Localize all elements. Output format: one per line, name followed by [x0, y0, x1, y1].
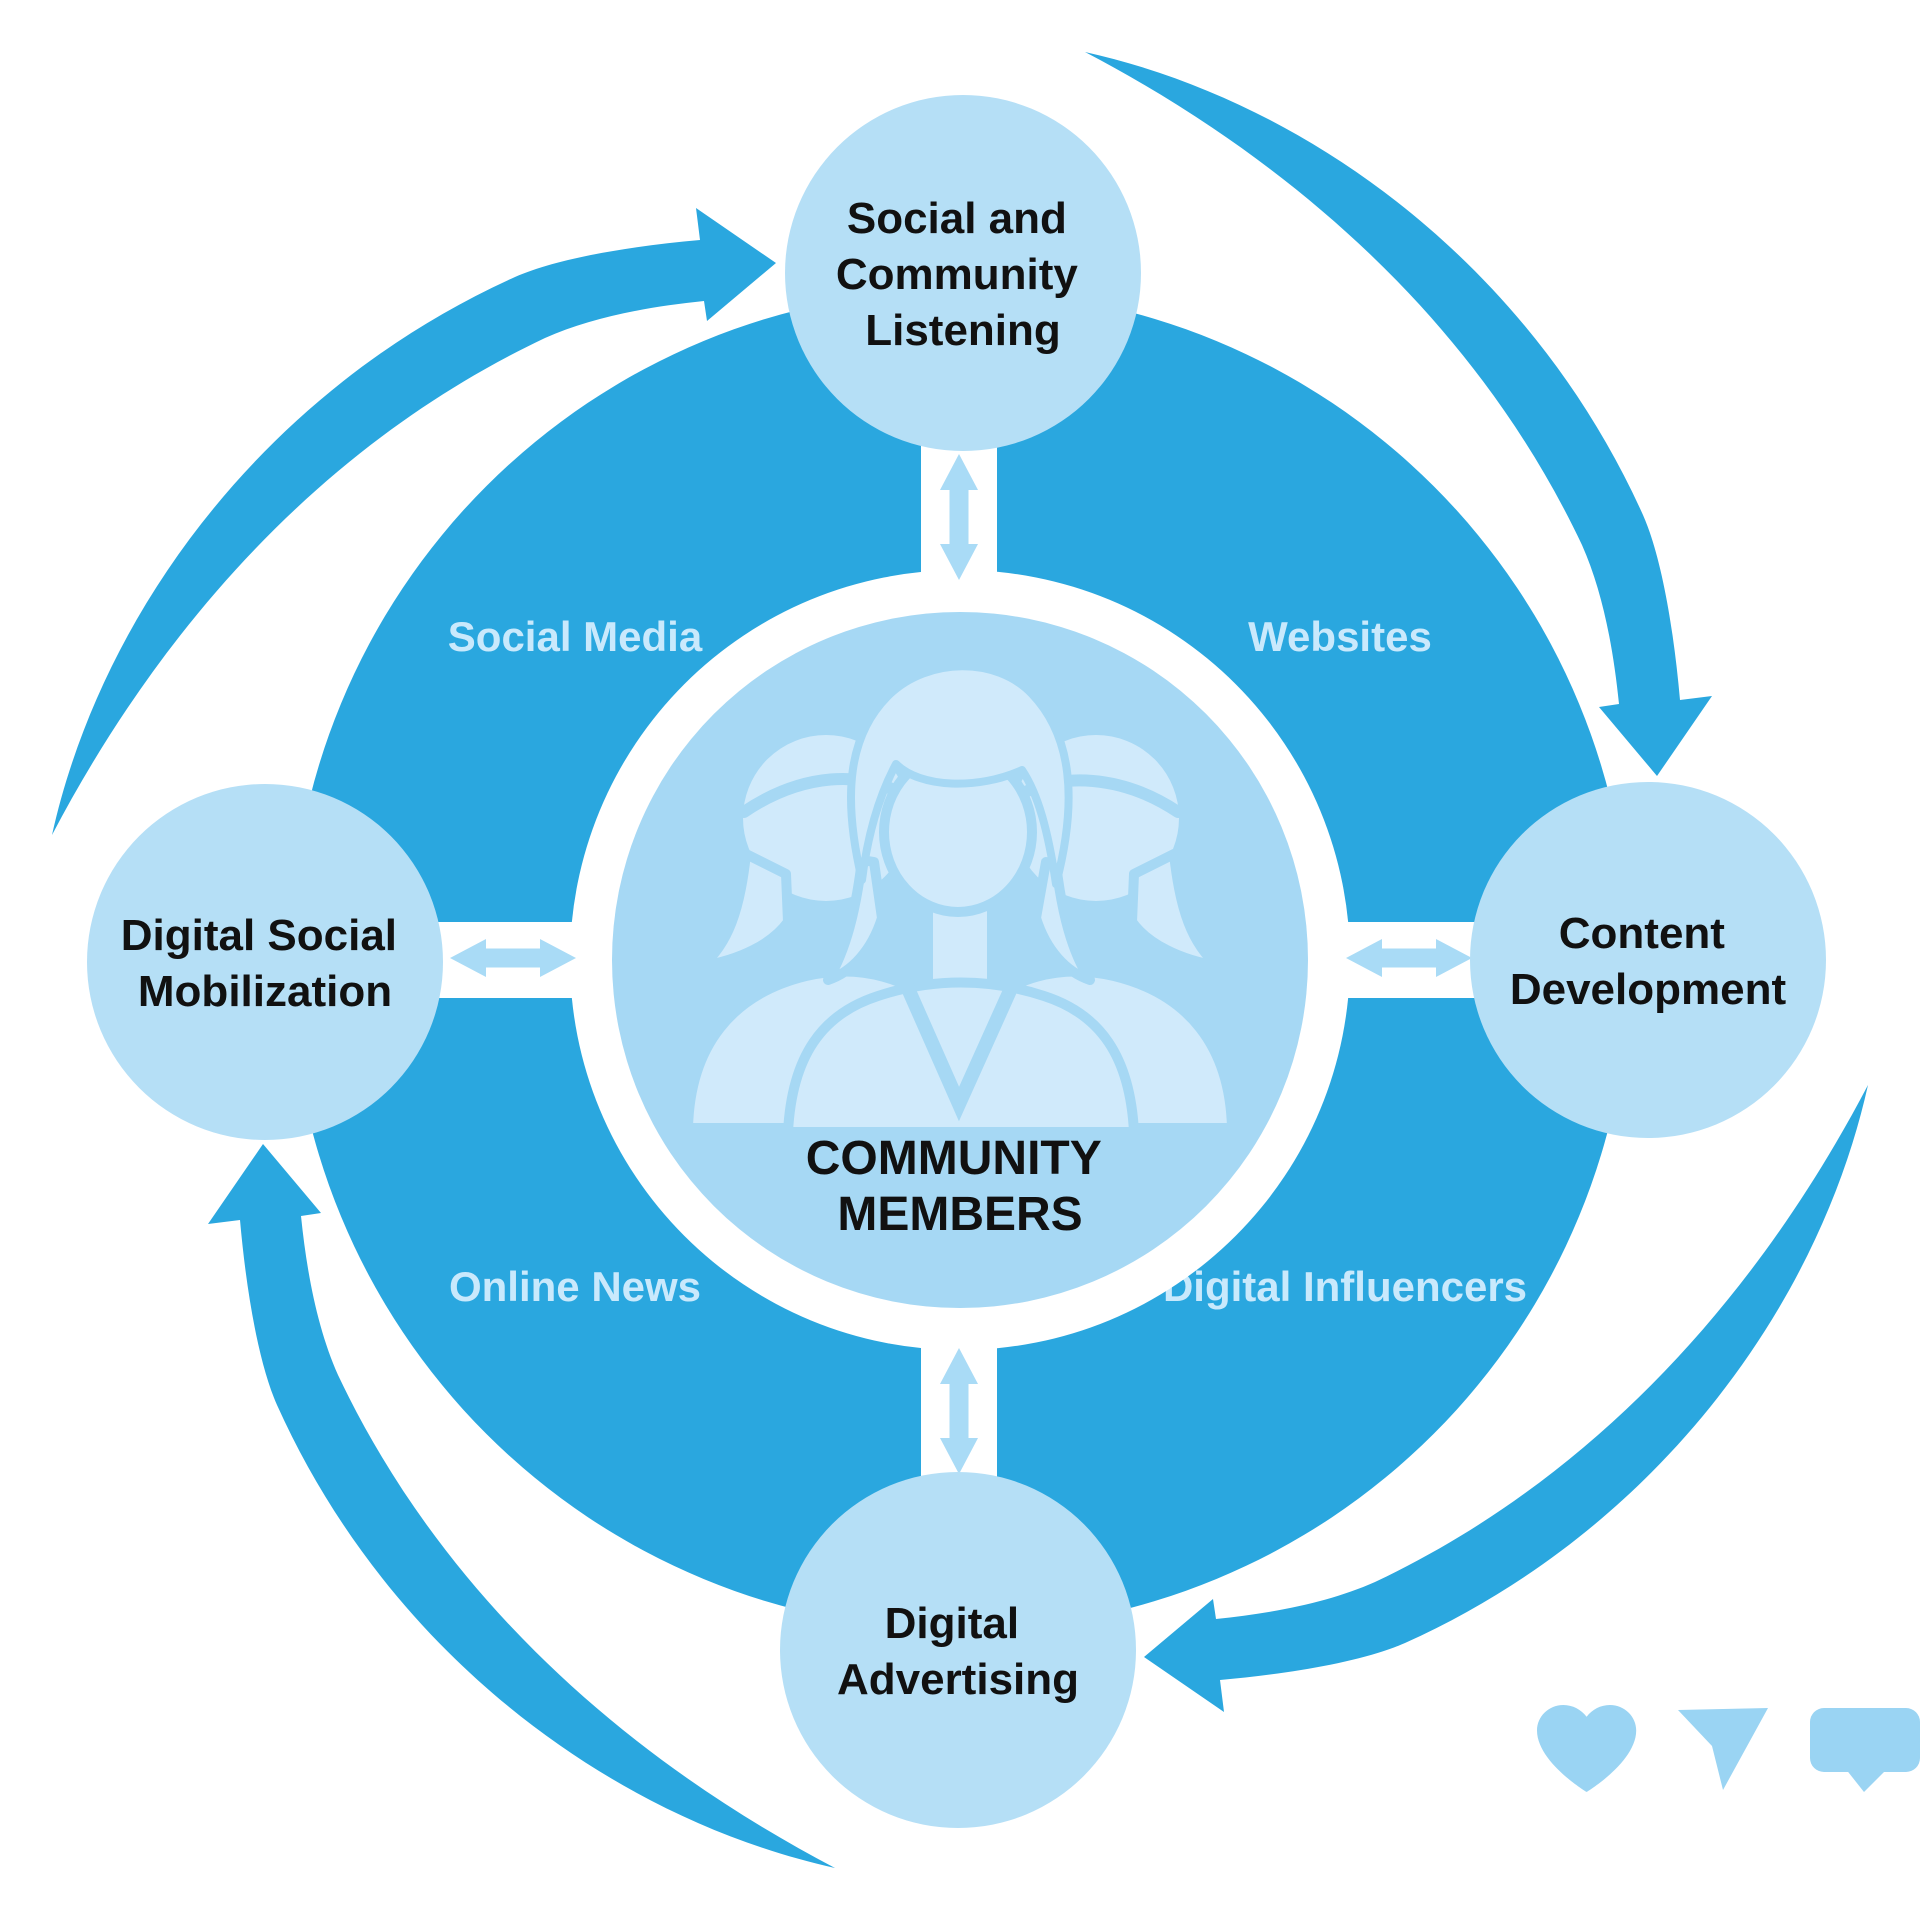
channel-labels: Social Media Websites Online News Digita… [448, 613, 1527, 1310]
node-label-bottom: Digital Advertising [837, 1599, 1079, 1704]
node-circle-digital-social-mobilization [87, 784, 443, 1140]
footer-social-icons [1537, 1705, 1920, 1792]
satellite-node-labels: Social and Community Listening Content D… [121, 194, 1787, 1704]
node-left-line-2: Mobilization [138, 967, 392, 1016]
channel-label-social-media: Social Media [448, 613, 703, 660]
node-top-line-3: Listening [865, 306, 1061, 355]
channel-label-online-news: Online News [449, 1263, 701, 1310]
node-label-left: Digital Social Mobilization [121, 911, 410, 1016]
center-label-line-1: COMMUNITY [806, 1132, 1102, 1185]
person-front-hair-right [1031, 857, 1095, 985]
channel-label-digital-influencers: Digital Influencers [1163, 1263, 1527, 1310]
node-right-line-1: Content [1559, 909, 1726, 958]
center-node-label: COMMUNITY MEMBERS [806, 1132, 1114, 1241]
node-circle-content-development [1470, 782, 1826, 1138]
heart-icon [1537, 1705, 1637, 1792]
node-circle-digital-advertising [780, 1472, 1136, 1828]
node-circle-social-community-listening [785, 95, 1141, 451]
center-label-line-2: MEMBERS [837, 1188, 1082, 1241]
person-back-left-hair [697, 849, 793, 971]
node-label-right: Content Development [1510, 909, 1787, 1014]
person-back-right-hair [1127, 849, 1223, 971]
person-front-hair-left [823, 855, 887, 985]
speech-bubble-icon [1810, 1708, 1920, 1792]
people-group-icon [683, 662, 1237, 1137]
node-label-top: Social and Community Listening [836, 194, 1090, 355]
node-top-line-2: Community [836, 250, 1079, 299]
node-bottom-line-1: Digital [885, 1599, 1019, 1648]
person-front-collar [899, 977, 1020, 1122]
node-left-line-1: Digital Social [121, 911, 397, 960]
node-top-line-1: Social and [847, 194, 1067, 243]
node-right-line-2: Development [1510, 965, 1787, 1014]
node-bottom-line-2: Advertising [837, 1655, 1079, 1704]
satellite-nodes [87, 95, 1826, 1828]
channel-label-websites: Websites [1248, 613, 1432, 660]
send-icon [1678, 1708, 1768, 1790]
person-front-shoulders [783, 977, 1139, 1137]
person-front-hair-cap [847, 662, 1073, 888]
